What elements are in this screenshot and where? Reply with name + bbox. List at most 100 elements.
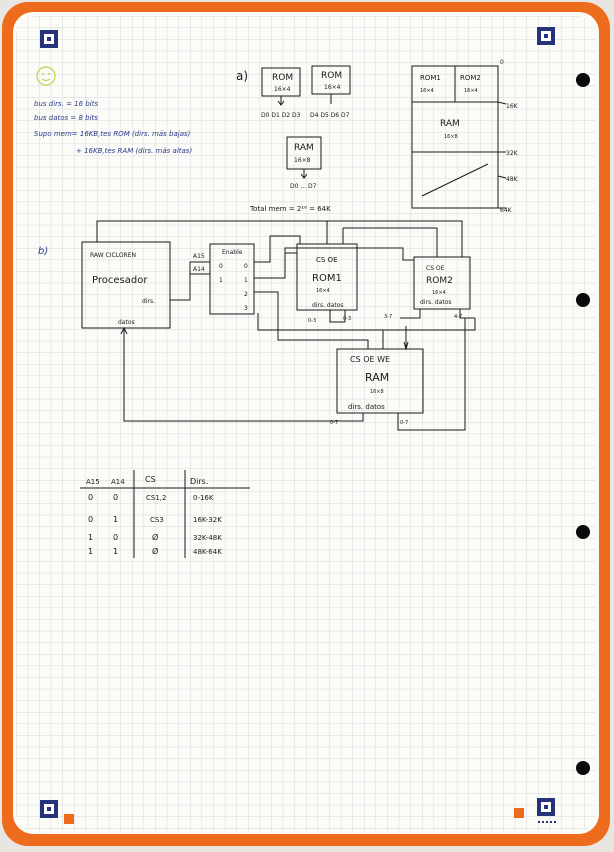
- proc-name: Procesador: [92, 275, 148, 286]
- rom1-pins: CS OE: [316, 256, 338, 264]
- ram-chip-size: 16×8: [370, 389, 384, 395]
- a15-label: A15: [193, 253, 205, 260]
- rom1-chip-size: 16×4: [316, 288, 330, 294]
- rom1-bus-b: 0-3: [343, 316, 351, 322]
- map-rom1: ROM1: [420, 74, 441, 82]
- map-rom2-size: 16×4: [464, 88, 478, 94]
- rom1-name: ROM: [272, 73, 293, 83]
- map-label-48k: 48K: [506, 176, 519, 183]
- rom2-bus-a: 3-7: [384, 314, 392, 320]
- rom1-chip-a: [261, 67, 301, 106]
- table-header-cell: Dirs.: [190, 477, 208, 486]
- rom1-chip-dirs-datos: dirs. datos: [312, 302, 344, 309]
- truth-table-row: 1 1 Ø 48K-64K: [88, 546, 222, 556]
- table-cell: 0: [88, 493, 93, 502]
- decoder-out1: 1: [244, 277, 248, 284]
- table-cell: 0: [88, 515, 93, 524]
- ram-pins: CS OE WE: [350, 355, 390, 364]
- binder-hole: [576, 293, 590, 307]
- table-cell: 1: [113, 515, 118, 524]
- table-cell: 48K-64K: [193, 548, 222, 556]
- table-cell: 32K-48K: [193, 534, 222, 542]
- notebook-logo-icon: [514, 798, 556, 823]
- table-cell: 1: [88, 533, 93, 542]
- rom2-out: D4 D5 D6 D7: [310, 112, 350, 119]
- rom2-bus-b: 4-7: [454, 314, 462, 320]
- note-line: bus datos = 8 bits: [34, 114, 98, 122]
- binder-hole: [576, 73, 590, 87]
- binder-hole: [576, 761, 590, 775]
- memory-map: [411, 65, 507, 209]
- proc-dirs: dirs.: [142, 298, 155, 305]
- note-line: Supo mem= 16KB,tes ROM (dirs. más bajas): [34, 130, 191, 138]
- ram-size: 16×8: [294, 157, 311, 164]
- ram-bus-a: 0-7: [330, 420, 338, 426]
- table-cell: CS3: [150, 516, 164, 524]
- part-a-label: a): [236, 69, 248, 83]
- decoder-enable: Enable: [222, 249, 243, 256]
- binder-hole: [576, 525, 590, 539]
- proc-datos: datos: [118, 319, 135, 326]
- truth-table-header: A15 A14 CS Dirs.: [86, 475, 208, 486]
- ram-bus-b: 0-7: [400, 420, 408, 426]
- map-ram: RAM: [440, 119, 460, 129]
- rom2-pins: CS OE: [426, 265, 445, 272]
- table-cell: 16K-32K: [193, 516, 222, 524]
- map-label-16k: 16K: [506, 103, 519, 110]
- rom1-out: D0 D1 D2 D3: [261, 112, 301, 119]
- map-label-64k: 64K: [500, 207, 513, 214]
- rom1-chip-name: ROM1: [312, 273, 342, 284]
- grid-paper: [16, 16, 596, 831]
- circuit-wires: [81, 220, 476, 431]
- proc-title: RAW CICLOREN: [90, 252, 136, 259]
- table-cell: 1: [113, 547, 118, 556]
- total-mem: Total mem = 2¹⁶ = 64K: [249, 205, 331, 213]
- ram-out: D0 ... D7: [290, 183, 317, 190]
- rom1-bus-a: 0-3: [308, 318, 316, 324]
- table-cell: Ø: [152, 532, 158, 542]
- rom2-chip-dirs-datos: dirs. datos: [420, 299, 452, 306]
- table-cell: 0: [113, 493, 118, 502]
- part-b-label: b): [38, 246, 48, 257]
- note-line: + 16KB,tes RAM (dirs. más altas): [76, 147, 192, 155]
- notebook-logo-icon: [40, 800, 74, 824]
- rom2-size: 16×4: [324, 84, 341, 91]
- truth-table-row: 1 0 Ø 32K-48K: [88, 532, 222, 542]
- map-label-32k: 32K: [506, 150, 519, 157]
- decoder-out3: 3: [244, 305, 248, 312]
- decoder-out2: 2: [244, 291, 248, 298]
- map-ram-size: 16×8: [444, 134, 458, 140]
- table-cell: Ø: [152, 546, 158, 556]
- rom2-chip-a: [311, 65, 351, 104]
- decoder-in1: 1: [219, 277, 223, 284]
- decoder-in0: 0: [219, 263, 223, 270]
- table-cell: 1: [88, 547, 93, 556]
- table-cell: 0: [113, 533, 118, 542]
- rom2-chip-name: ROM2: [426, 276, 453, 286]
- table-cell: CS1,2: [146, 494, 166, 502]
- truth-table-row: 0 0 CS1,2 0-16K: [88, 493, 214, 502]
- truth-table-row: 0 1 CS3 16K-32K: [88, 515, 222, 524]
- smiley-icon: [36, 66, 56, 86]
- ram-name: RAM: [294, 143, 314, 153]
- table-cell: 0-16K: [193, 494, 214, 502]
- map-rom2: ROM2: [460, 74, 481, 82]
- map-label-0: 0: [500, 59, 504, 66]
- rom2-chip-size: 16×4: [432, 290, 446, 296]
- map-rom1-size: 16×4: [420, 88, 434, 94]
- a14-label: A14: [193, 266, 205, 273]
- note-line: bus dirs. = 16 bits: [34, 100, 98, 108]
- ram-chip-dirs-datos: dirs. datos: [348, 403, 385, 411]
- notebook-logo-icon: [40, 30, 58, 48]
- table-header-cell: A15: [86, 478, 100, 486]
- table-header-cell: CS: [145, 475, 156, 484]
- truth-table-lines: [80, 470, 250, 558]
- notebook-logo-icon: [537, 27, 555, 45]
- decoder-out0: 0: [244, 263, 248, 270]
- ram-chip-a: [286, 136, 322, 179]
- rom1-size: 16×4: [274, 86, 291, 93]
- rom2-name: ROM: [321, 71, 342, 81]
- table-header-cell: A14: [111, 478, 125, 486]
